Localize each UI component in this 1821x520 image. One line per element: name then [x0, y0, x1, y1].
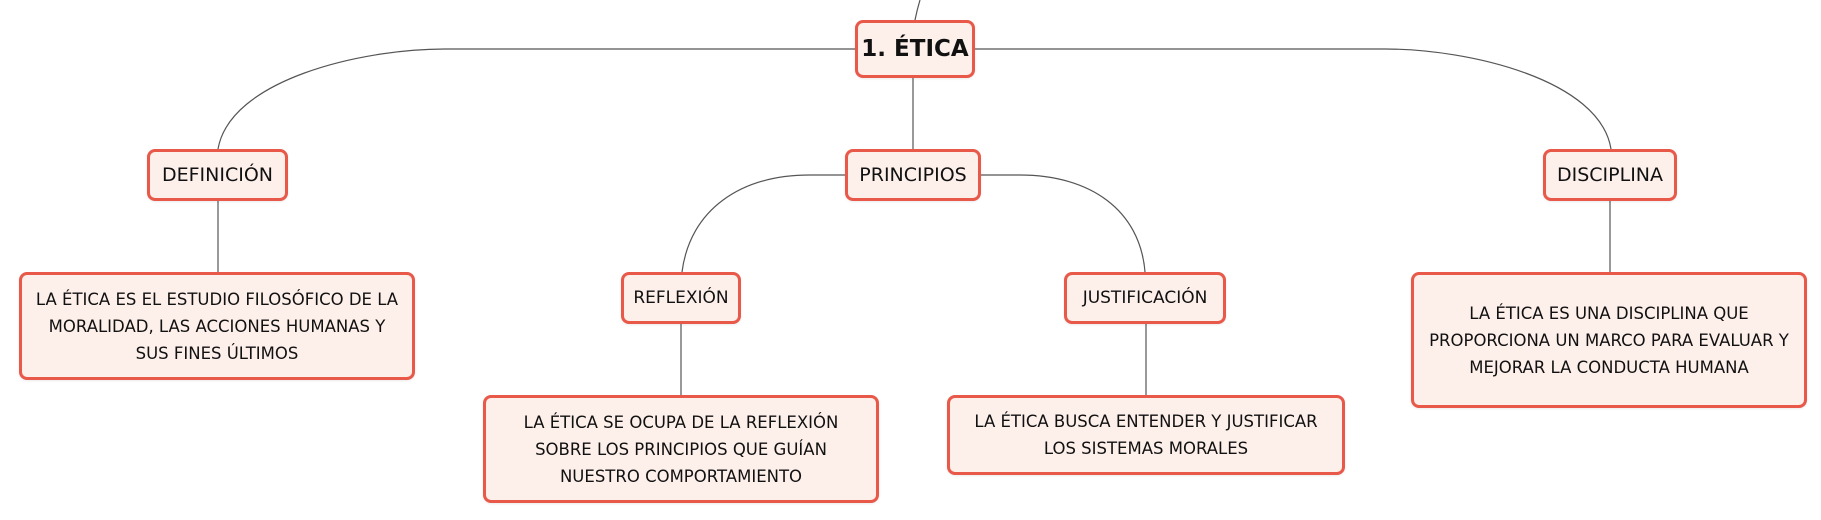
- node-definicion[interactable]: DEFINICIÓN: [147, 149, 288, 201]
- node-definicion-detail[interactable]: LA ÉTICA ES EL ESTUDIO FILOSÓFICO DE LA …: [19, 272, 415, 380]
- connector-principios-to-reflexion: [681, 174, 845, 273]
- node-definicion-label: DEFINICIÓN: [161, 164, 274, 186]
- node-definicion-detail-text: LA ÉTICA ES EL ESTUDIO FILOSÓFICO DE LA …: [35, 289, 399, 363]
- node-reflexion-label: REFLEXIÓN: [633, 288, 729, 308]
- node-disciplina-detail[interactable]: LA ÉTICA ES UNA DISCIPLINA QUE PROPORCIO…: [1411, 272, 1807, 408]
- connector-root-to-definicion: [217, 48, 855, 150]
- node-reflexion-detail-text: LA ÉTICA SE OCUPA DE LA REFLEXIÓN SOBRE …: [523, 412, 839, 486]
- node-principios-label: PRINCIPIOS: [859, 164, 967, 186]
- root-label: 1. ÉTICA: [861, 36, 969, 62]
- connector-root-to-disciplina: [975, 48, 1612, 150]
- node-reflexion[interactable]: REFLEXIÓN: [621, 272, 741, 324]
- node-disciplina[interactable]: DISCIPLINA: [1543, 149, 1677, 201]
- node-disciplina-label: DISCIPLINA: [1556, 164, 1664, 186]
- node-justificacion-detail-text: LA ÉTICA BUSCA ENTENDER Y JUSTIFICAR LOS…: [974, 412, 1318, 458]
- root-node[interactable]: 1. ÉTICA: [855, 20, 975, 78]
- connector-parent-to-root: [914, 0, 921, 21]
- node-reflexion-detail[interactable]: LA ÉTICA SE OCUPA DE LA REFLEXIÓN SOBRE …: [483, 395, 879, 503]
- node-principios[interactable]: PRINCIPIOS: [845, 149, 981, 201]
- node-justificacion[interactable]: JUSTIFICACIÓN: [1064, 272, 1226, 324]
- node-justificacion-detail[interactable]: LA ÉTICA BUSCA ENTENDER Y JUSTIFICAR LOS…: [947, 395, 1345, 475]
- node-disciplina-detail-text: LA ÉTICA ES UNA DISCIPLINA QUE PROPORCIO…: [1429, 303, 1789, 377]
- connector-principios-to-justificacion: [981, 174, 1146, 273]
- node-justificacion-label: JUSTIFICACIÓN: [1082, 288, 1208, 308]
